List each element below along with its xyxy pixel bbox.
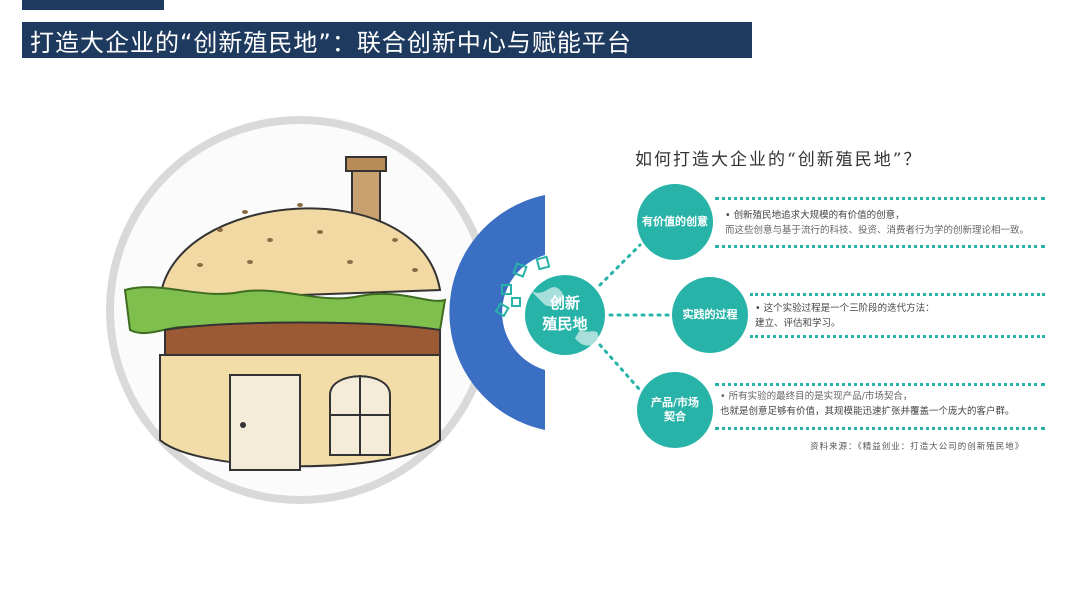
divider-dots-2b — [750, 335, 1045, 338]
item-3-line2: 也就是创意足够有价值，其规模能迅速扩张并覆盖一个庞大的客户群。 — [720, 406, 1015, 417]
sesame-seeds — [197, 203, 418, 272]
house-door — [229, 374, 301, 471]
item-3-line1: • 所有实验的最终目的是实现产品/市场契合， — [720, 391, 913, 402]
bubble-practice-process — [672, 277, 748, 353]
connector-dots — [598, 243, 682, 392]
bubble-product-market-fit — [637, 372, 713, 448]
item-2-line1: • 这个实验过程是一个三阶段的迭代方法： — [755, 303, 935, 314]
item-2-line2: 建立、评估和学习。 — [755, 318, 841, 329]
item-1-line1: • 创新殖民地追求大规模的有价值的创意， — [725, 210, 905, 221]
item-1-text: • 创新殖民地追求大规模的有价值的创意， 而这些创意与基于流行的科技、投资、消费… — [725, 208, 1045, 238]
item-1-line2: 而这些创意与基于流行的科技、投资、消费者行为学的创新理论相一致。 — [725, 225, 1030, 236]
bubble-label-3-line1: 产品/市场 — [650, 396, 700, 409]
top-bun — [158, 207, 442, 302]
divider-dots-1b — [715, 245, 1045, 248]
diagram-panel: 如何打造大企业的“创新殖民地”？ • 创新殖民地追求大规模的有价值的创意， 而这… — [595, 135, 1045, 465]
source-note: 资料来源：《精益创业：打造大公司的创新殖民地》 — [810, 442, 1025, 452]
divider-dots-1a — [715, 197, 1045, 200]
page-title: 打造大企业的“创新殖民地”：联合创新中心与赋能平台 — [30, 28, 632, 57]
divider-dots-2a — [750, 293, 1045, 296]
center-label: 创新 殖民地 — [525, 293, 605, 335]
bubble-label-3-line2: 契合 — [664, 410, 686, 423]
divider-dots-3b — [715, 427, 1045, 430]
chimney-cap — [345, 156, 387, 172]
door-knob — [240, 422, 246, 428]
bubble-label-3: 产品/市场 契合 — [637, 394, 713, 426]
bubble-label-1: 有价值的创意 — [642, 215, 708, 228]
idea-scatter-icons — [494, 255, 551, 318]
diagram-heading: 如何打造大企业的“创新殖民地”？ — [635, 150, 923, 170]
item-2-text: • 这个实验过程是一个三阶段的迭代方法： 建立、评估和学习。 — [755, 301, 1045, 331]
center-label-line1: 创新 — [549, 294, 580, 312]
bubble-valuable-ideas — [637, 184, 713, 260]
item-3-text: • 所有实验的最终目的是实现产品/市场契合， 也就是创意足够有价值，其规模能迅速… — [720, 389, 1045, 419]
center-label-line2: 殖民地 — [542, 315, 588, 333]
top-accent-tab — [22, 0, 164, 10]
bubble-label-2: 实践的过程 — [682, 308, 738, 321]
divider-dots-3a — [715, 383, 1045, 386]
title-bar: 打造大企业的“创新殖民地”：联合创新中心与赋能平台 — [22, 22, 752, 58]
